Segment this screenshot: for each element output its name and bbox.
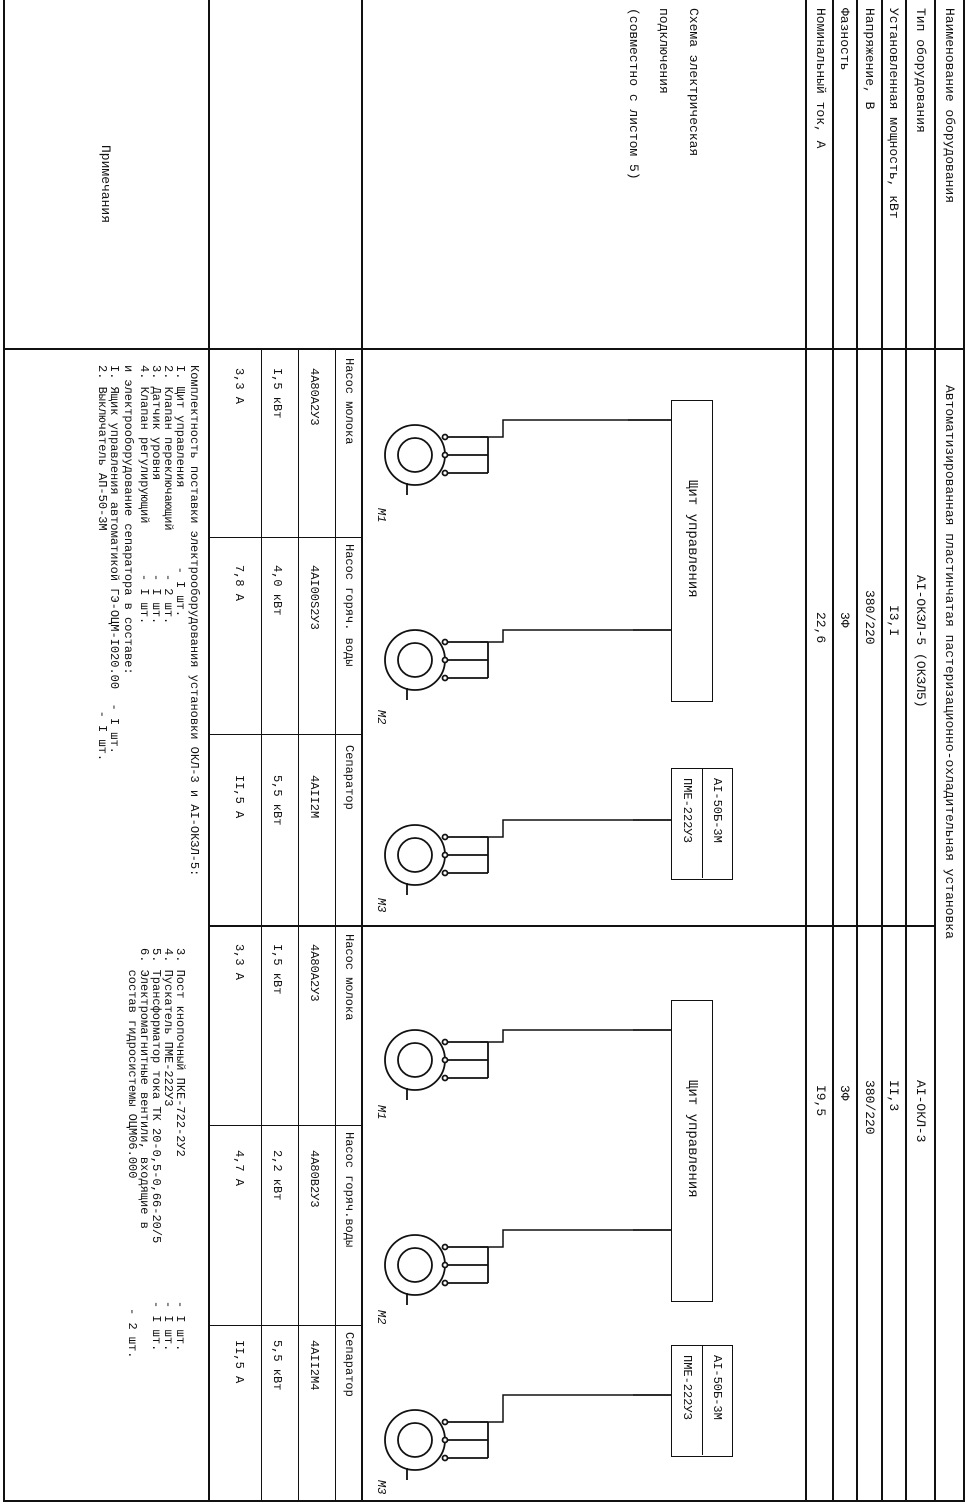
control-panel-1-label: Щит управления xyxy=(684,480,700,598)
motor-name: Насос горяч.воды xyxy=(342,1132,356,1248)
notes-right-item: 5. Трансформатор тока ТК 20-0,5-0,66-20/… xyxy=(149,948,163,1352)
control-panel-2-label: Щит управления xyxy=(684,1080,700,1198)
notes-left-item: I. Щит управления - I шт. xyxy=(173,365,187,618)
motor-model: 4А80А2У3 xyxy=(307,944,321,1002)
motor-model: 4А80А2У3 xyxy=(307,368,321,426)
motor-feed-line xyxy=(480,819,673,838)
motor-current: II,5 А xyxy=(232,775,246,819)
motor-power: 5,5 кВт xyxy=(270,775,284,826)
motor-model: 4А80В2У3 xyxy=(307,1150,321,1208)
notes-left-item: 4. Клапан регулирующий - I шт. xyxy=(137,365,151,625)
starter-1-divider xyxy=(702,768,703,878)
motor-feed-line xyxy=(480,1229,673,1248)
motor-name: Насос молока xyxy=(342,358,356,445)
motor-tag-m3-d1: M3 xyxy=(374,898,388,913)
motor-tag-m2-d2: M2 xyxy=(374,1310,388,1325)
motor-feed-line xyxy=(480,1029,673,1043)
starter-2-divider xyxy=(702,1345,703,1455)
motor-m2-d1-symbol xyxy=(384,629,489,700)
notes-separator-intro: и электрооборудование сепаратора в соста… xyxy=(121,365,135,675)
motor-m3-d2-symbol xyxy=(384,1409,489,1480)
motor-m1-d1-symbol xyxy=(384,424,489,495)
motor-model: 4АI00S2У3 xyxy=(307,565,321,630)
motor-tag-m3-d2: M3 xyxy=(374,1480,388,1495)
notes-right-item: 3. Пост кнопочный ПКЕ-722-2У2 - I шт. xyxy=(173,948,187,1352)
motor-power: I,5 кВт xyxy=(270,944,284,995)
motor-feed-line xyxy=(480,419,673,438)
motor-tag-m2-d1: M2 xyxy=(374,710,388,725)
motor-current: 7,8 А xyxy=(232,565,246,602)
notes-left-item: 2. Клапан переключающий - 2 шт. xyxy=(161,365,175,625)
motor-model: 4АII2М4 xyxy=(307,1340,321,1391)
starter-2-label-1: АI-50Б-3М xyxy=(710,1355,724,1420)
motor-power: 5,5 кВт xyxy=(270,1340,284,1391)
motor-m1-d2-symbol xyxy=(384,1029,489,1100)
motor-current: 3,3 А xyxy=(232,944,246,981)
motor-feed-line xyxy=(480,1394,673,1423)
motor-m2-d2-symbol xyxy=(384,1234,489,1305)
notes-separator-item: 2. Выключатель АП-50-3М - I шт. xyxy=(95,365,109,762)
notes-right-item: 6. Электромагнитные вентили, входящие в xyxy=(137,948,151,1229)
motor-name: Сепаратор xyxy=(342,745,356,810)
motor-tag-m1-d1: M1 xyxy=(374,508,388,523)
motor-current: II,5 А xyxy=(232,1340,246,1384)
motor-feed-line xyxy=(480,629,673,643)
motor-name: Сепаратор xyxy=(342,1332,356,1397)
motor-current: 3,3 А xyxy=(232,368,246,405)
motor-name: Насос молока xyxy=(342,934,356,1021)
motor-tag-m1-d2: M1 xyxy=(374,1105,388,1120)
motor-name: Насос горяч. воды xyxy=(342,544,356,667)
starter-2-label-2: ПМЕ-222УЗ xyxy=(680,1355,694,1420)
notes-right-item: 4. Пускатель ПМЕ-222У3 - I шт. xyxy=(161,948,175,1352)
notes-intro: Комплектность поставки электрооборудован… xyxy=(187,365,201,877)
notes-left-item: 3. Датчик уровня - I шт. xyxy=(149,365,163,625)
notes-right-item: состав гидросистемы ОЦМ06.000 - 2 шт. xyxy=(125,948,139,1359)
motor-power: I,5 кВт xyxy=(270,368,284,419)
motor-model: 4АII2М xyxy=(307,775,321,819)
starter-1-label-1: АI-50Б-3М xyxy=(710,778,724,843)
motor-m3-d1-symbol xyxy=(384,824,489,895)
motor-power: 2,2 кВт xyxy=(270,1150,284,1201)
motor-power: 4,0 кВт xyxy=(270,565,284,616)
starter-1-label-2: ПМЕ-222УЗ xyxy=(680,778,694,843)
notes-separator-item: I. Ящик управления автоматикой ГЭ-ОЦМ-I0… xyxy=(107,365,121,754)
motor-current: 4,7 А xyxy=(232,1150,246,1187)
